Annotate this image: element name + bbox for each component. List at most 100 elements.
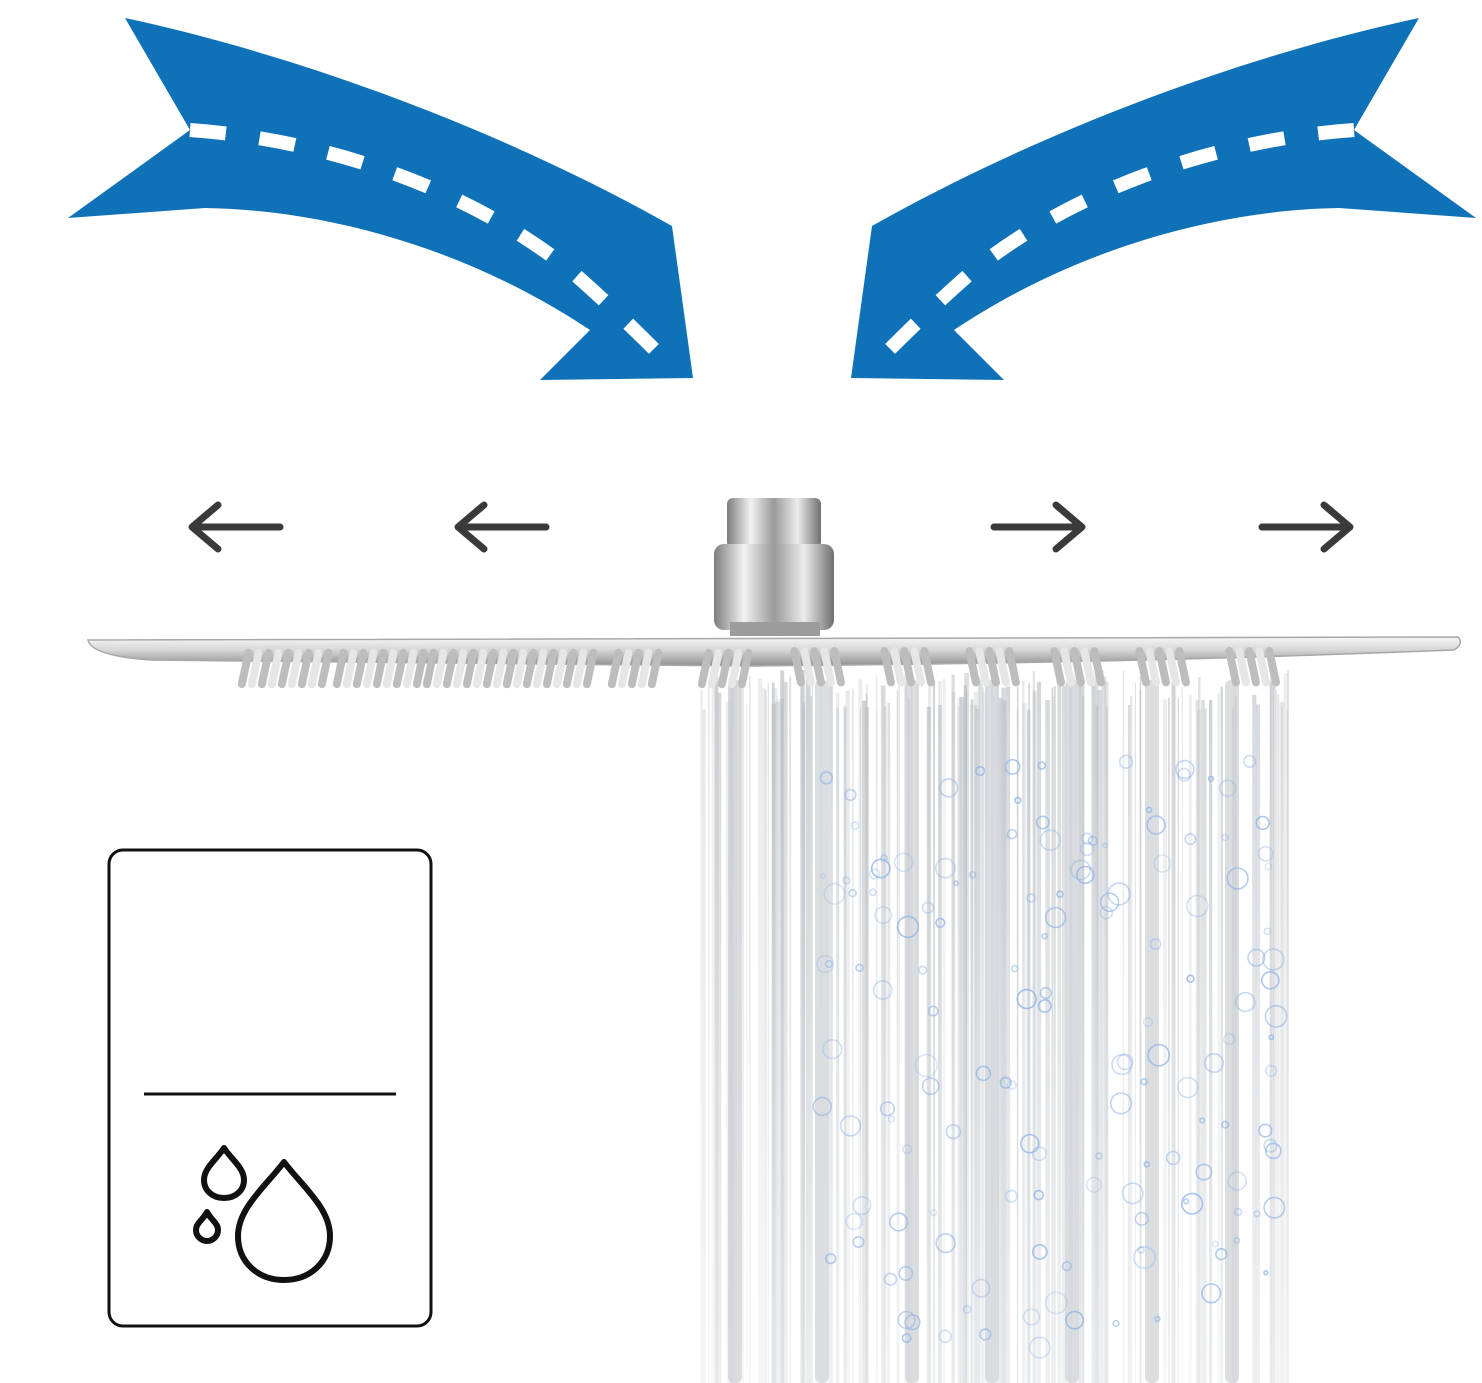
water-stream [805,672,811,1383]
water-stream [959,696,965,1383]
bubble [914,1053,938,1078]
water-stream [702,709,706,1383]
bubble [902,1144,913,1155]
bubble [929,1208,938,1217]
water-jet [905,680,919,1383]
bubble [1263,1196,1286,1219]
bubble [1175,759,1195,780]
water-stream [1036,681,1042,1383]
ball-joint-nut [714,544,834,630]
bubble [1004,1189,1018,1203]
water-stream [1032,690,1037,1383]
nozzle-row [1050,647,1105,687]
bubble [1263,1270,1269,1276]
water-jet [728,680,742,1383]
water-stream [711,682,716,1383]
water-spray [700,670,1289,1383]
bubble [1044,906,1067,929]
water-jet [985,680,999,1383]
bubble [1186,894,1209,918]
bubble [953,880,959,887]
water-jet [815,680,829,1383]
bubble [855,963,864,972]
nozzle-row [965,647,1020,687]
bubble [1076,865,1095,885]
water-stream [969,704,973,1383]
bubble [1037,998,1052,1013]
water-stream [1078,684,1081,1383]
bubble [1107,882,1131,906]
water-stream [1061,686,1066,1383]
bubble [820,873,827,880]
bubble [1226,867,1249,890]
bubble [1263,927,1272,936]
water-stream [928,673,932,1383]
bubble [1079,841,1095,857]
water-stream [1130,695,1133,1383]
bubble [1035,815,1050,830]
bubble [848,888,857,898]
water-stream [1101,670,1104,1383]
bubble [825,1253,837,1265]
bubble [888,1212,909,1232]
bubble [1199,1117,1206,1124]
bubble [897,1310,916,1330]
water-stream [1003,700,1007,1383]
bubble [1195,1163,1213,1181]
water-stream [1127,704,1131,1383]
bubble [1031,1244,1048,1260]
water-stream [845,690,849,1383]
water-stream [1197,709,1202,1383]
water-stream [708,679,710,1383]
water-jet [1065,680,1079,1383]
water-jet [1145,680,1159,1383]
water-stream [836,707,839,1383]
water-stream [957,706,960,1383]
bubble [1102,842,1109,849]
arrow-left-icon [188,501,284,553]
water-stream [852,689,854,1383]
bubble [896,915,920,938]
water-stream [1209,700,1213,1383]
bubble [1177,1076,1199,1099]
bubble [938,1329,952,1344]
water-stream [1094,705,1097,1383]
bubble [945,1123,961,1140]
bubble [1028,1336,1051,1359]
water-drops-icon [193,1145,333,1283]
bubble [893,852,914,873]
bubble [1145,806,1153,814]
bubble [1026,893,1036,903]
bubble [999,1076,1012,1089]
bubble [1006,1080,1017,1091]
bubble [1235,991,1256,1013]
bubble [839,1115,862,1137]
water-stream [1139,676,1142,1383]
water-stream [1092,670,1094,1383]
bubble [1243,754,1257,769]
nozzle-row [1225,647,1280,687]
bubble [1118,754,1134,769]
bubble [1109,1092,1133,1115]
bubble [1080,832,1094,845]
bubble [822,1039,843,1060]
water-stream [1201,699,1205,1383]
water-stream [1163,699,1167,1383]
bubble [852,1236,865,1249]
water-stream [942,678,946,1383]
water-stream [784,681,788,1383]
bubble [1146,815,1166,835]
water-stream [761,688,766,1383]
nozzle-row [607,648,663,689]
bubble [1149,938,1162,950]
bubble [1014,796,1022,804]
bubble [1010,964,1019,973]
bubble [819,771,834,785]
water-stream [810,696,813,1383]
air-bubbles [812,754,1288,1359]
water-stream [742,676,744,1383]
bubble [918,965,928,975]
bubble [1204,1053,1225,1074]
water-stream [932,680,936,1383]
nozzle-row [790,647,845,687]
